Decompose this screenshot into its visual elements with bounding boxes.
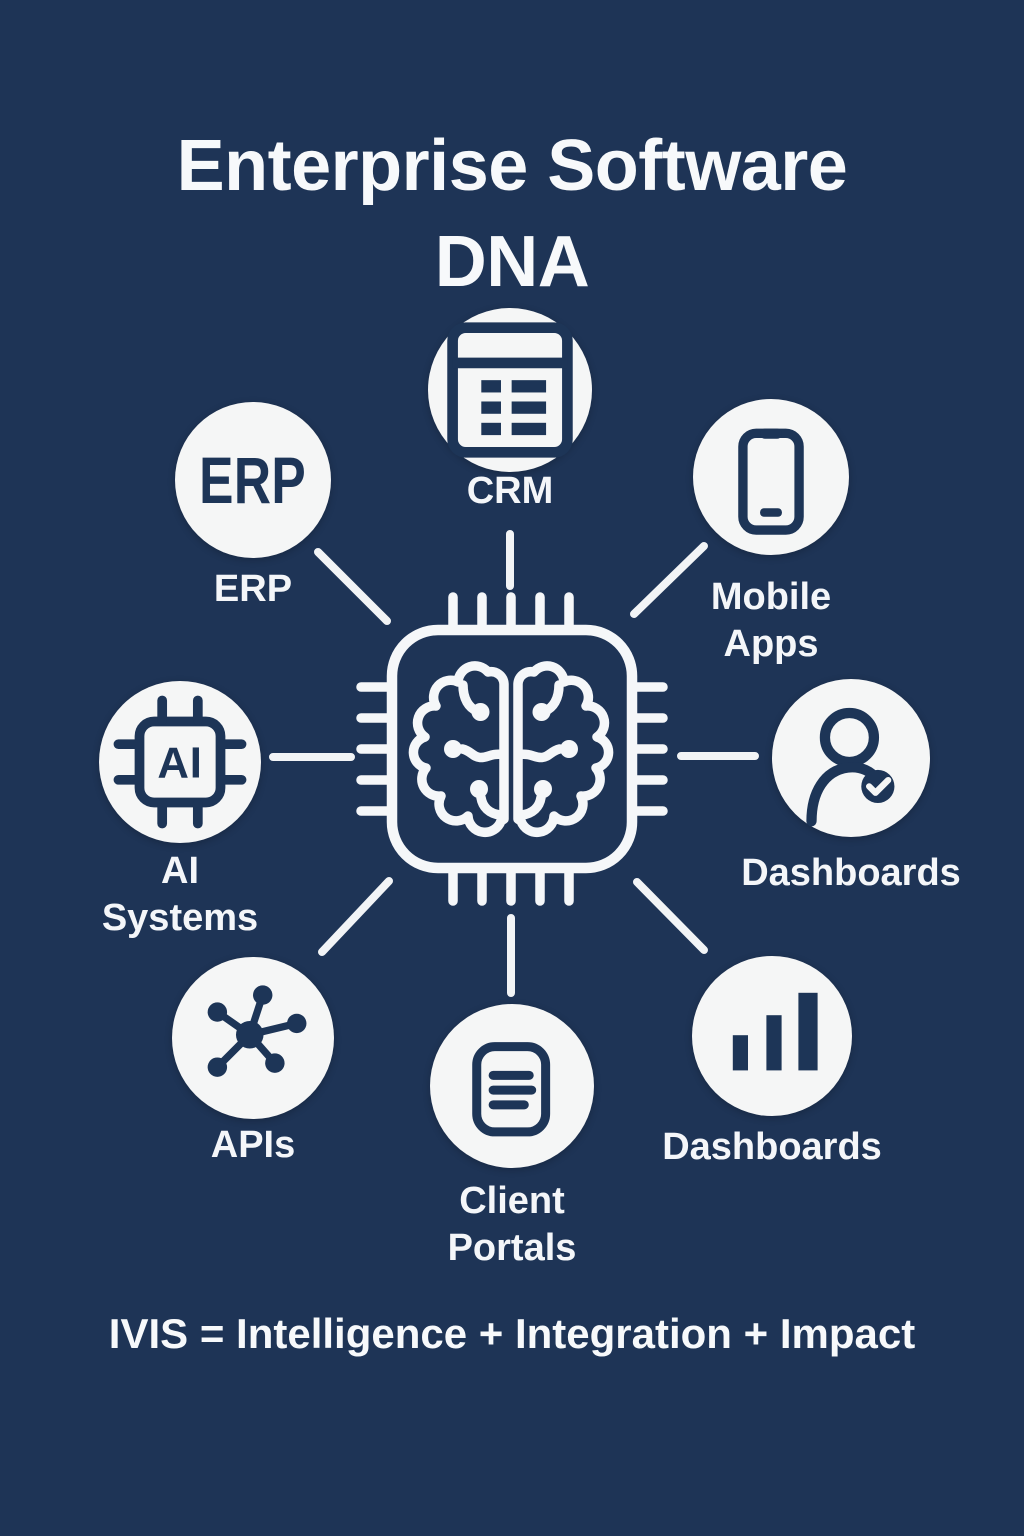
network-hub-icon xyxy=(207,985,307,1077)
node-label-ai-systems: AI Systems xyxy=(101,850,259,939)
node-label-apis: APIs xyxy=(210,1124,296,1166)
footer-formula: IVIS = Intelligence + Integration + Impa… xyxy=(108,1310,916,1357)
node-label-crm: CRM xyxy=(466,470,554,512)
chip-pins xyxy=(356,592,668,906)
node-circle-crm xyxy=(428,308,592,472)
bar-chart-icon xyxy=(732,992,818,1071)
smartphone-icon xyxy=(738,428,804,535)
node-label-mobile-apps: Mobile Apps xyxy=(710,576,832,665)
user-check-icon xyxy=(806,707,895,827)
node-circle-erp: ERP xyxy=(175,402,331,558)
node-label-client-portals: Client Portals xyxy=(447,1180,577,1269)
erp-text-icon: ERP xyxy=(199,443,307,517)
node-circle-dashboards-user xyxy=(772,679,930,837)
document-lines-icon xyxy=(472,1042,551,1137)
node-circle-apis xyxy=(172,957,334,1119)
page-title: Enterprise Software DNA xyxy=(176,126,848,303)
ai-chip-icon: AI xyxy=(113,695,247,829)
node-label-dashboards-user: Dashboards xyxy=(741,852,961,894)
node-circle-ai-systems: AI xyxy=(99,681,261,843)
ai-chip-text: AI xyxy=(157,738,202,787)
node-label-erp: ERP xyxy=(213,568,293,610)
node-label-dashboards-chart: Dashboards xyxy=(662,1126,882,1168)
connector-lines xyxy=(269,530,759,997)
node-circle-mobile-apps xyxy=(693,399,849,555)
brain-chip-icon xyxy=(356,592,668,906)
node-circle-client-portals xyxy=(430,1004,594,1168)
chip-body xyxy=(386,624,638,874)
node-circle-dashboards-chart xyxy=(692,956,852,1116)
brain-icon xyxy=(408,666,608,832)
table-grid-icon xyxy=(447,322,573,458)
